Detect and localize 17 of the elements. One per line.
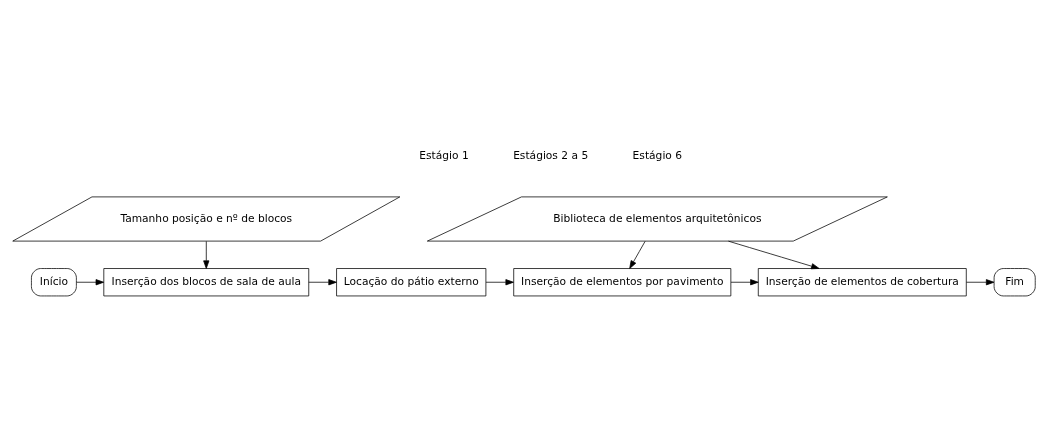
arrow [308,279,337,286]
arrow [485,279,514,286]
arrow [730,279,759,286]
arrow [728,240,820,270]
arrow [629,240,646,269]
node-box: Inserção de elementos por pavimento [513,268,732,297]
node-box: Início [31,268,77,297]
arrow [76,279,104,286]
node-box: Inserção de elementos de cobertura [757,268,967,297]
node-box: Inserção dos blocos de sala de aula [103,268,310,297]
arrow [966,279,995,286]
label: Estágios 2 a 5 [513,148,589,162]
node-box: Fim [993,268,1036,297]
arrow [203,240,210,269]
label: Estágio 1 [419,148,469,162]
node-box: Locação do pátio externo [336,268,487,297]
label: Estágio 6 [632,148,683,162]
